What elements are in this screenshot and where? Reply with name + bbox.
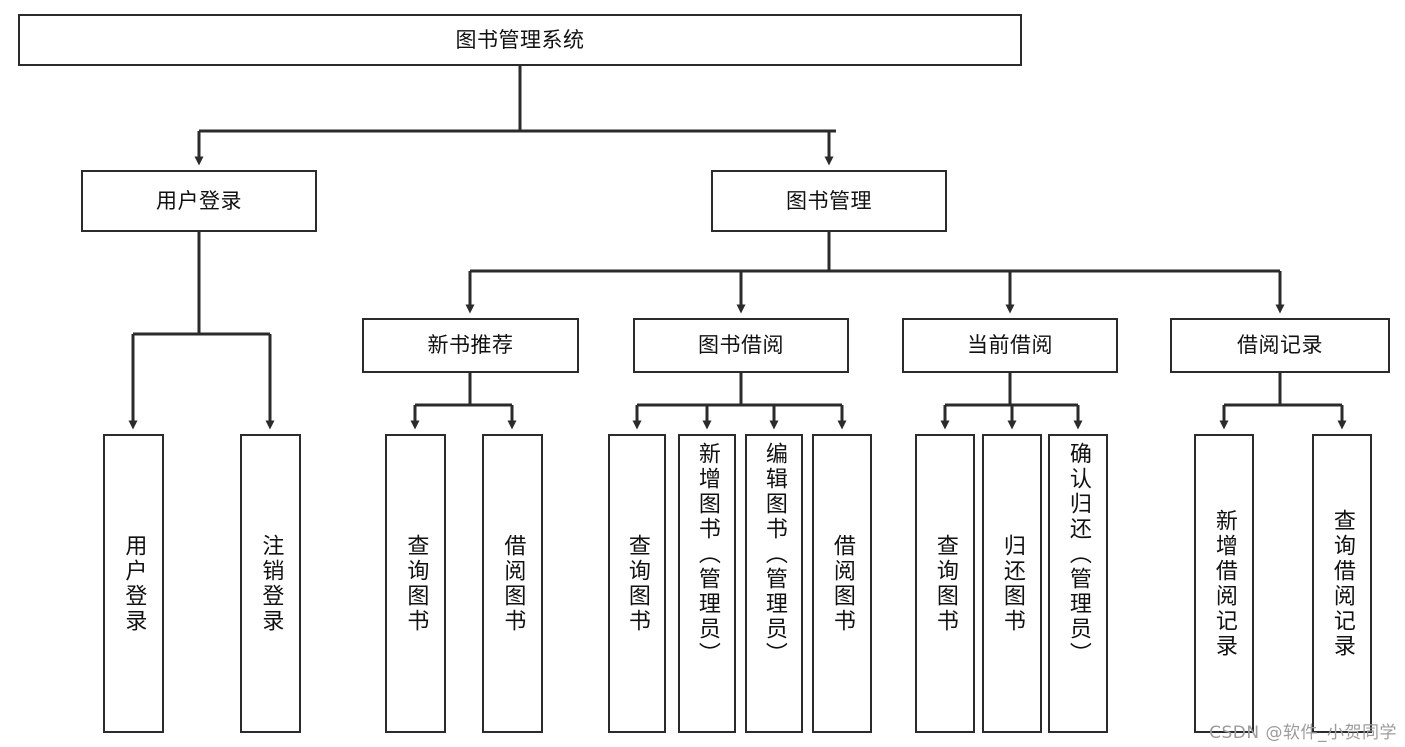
node-level2-0[interactable]: 用户登录 [81,170,317,232]
node-leaf-10[interactable]: 确认归还（管理员） [1048,434,1108,733]
node-level3-1-label: 图书借阅 [698,333,784,358]
node-leaf-7[interactable]: 借阅图书 [812,434,872,733]
node-level3-2-label: 当前借阅 [967,333,1053,358]
node-root[interactable]: 图书管理系统 [18,14,1022,66]
current-borrow-to-leaves-connectors [940,373,1083,430]
node-leaf-6[interactable]: 编辑图书（管理员） [745,434,803,733]
node-leaf-3[interactable]: 借阅图书 [482,434,543,733]
node-leaf-1[interactable]: 注销登录 [240,434,301,733]
node-leaf-12[interactable]: 查询借阅记录 [1312,434,1372,733]
borrow-record-to-leaves-connectors [1219,373,1347,430]
node-level3-0-label: 新书推荐 [427,333,514,358]
node-leaf-0-label: 用户登录 [121,533,147,634]
root-to-level2-connectors [194,66,836,166]
node-leaf-2-label: 查询图书 [403,533,429,634]
node-level2-1-label: 图书管理 [786,188,872,213]
node-level3-3[interactable]: 借阅记录 [1170,318,1390,373]
node-leaf-8-label: 查询图书 [932,533,958,634]
user-login-to-leaves-connectors [128,232,275,430]
node-level2-1[interactable]: 图书管理 [711,170,947,232]
node-leaf-4-label: 查询图书 [624,533,650,634]
node-leaf-0[interactable]: 用户登录 [103,434,164,733]
book-management-to-level3-connectors [465,232,1285,314]
node-level3-2[interactable]: 当前借阅 [902,318,1118,373]
new-book-recommend-to-leaves-connectors [410,373,517,430]
node-leaf-1-label: 注销登录 [258,533,284,634]
book-borrow-to-leaves-connectors [632,373,847,430]
node-leaf-5[interactable]: 新增图书（管理员） [678,434,736,733]
watermark-text: CSDN @软件_小贺同学 [1209,723,1397,743]
node-level3-1[interactable]: 图书借阅 [633,318,849,373]
node-leaf-11[interactable]: 新增借阅记录 [1194,434,1254,733]
node-leaf-6-label: 编辑图书（管理员） [761,442,787,667]
node-root-label: 图书管理系统 [455,27,585,52]
node-level3-3-label: 借阅记录 [1237,333,1323,358]
node-leaf-10-label: 确认归还（管理员） [1065,442,1091,667]
node-leaf-2[interactable]: 查询图书 [385,434,446,733]
node-leaf-7-label: 借阅图书 [829,533,855,634]
node-leaf-12-label: 查询借阅记录 [1329,508,1355,659]
node-leaf-5-label: 新增图书（管理员） [694,442,720,667]
node-level2-0-label: 用户登录 [156,188,242,213]
node-leaf-8[interactable]: 查询图书 [915,434,975,733]
node-leaf-4[interactable]: 查询图书 [608,434,666,733]
node-leaf-9[interactable]: 归还图书 [982,434,1042,733]
node-leaf-3-label: 借阅图书 [500,533,526,634]
node-level3-0[interactable]: 新书推荐 [362,318,579,373]
node-leaf-11-label: 新增借阅记录 [1211,508,1237,659]
node-leaf-9-label: 归还图书 [999,533,1025,634]
